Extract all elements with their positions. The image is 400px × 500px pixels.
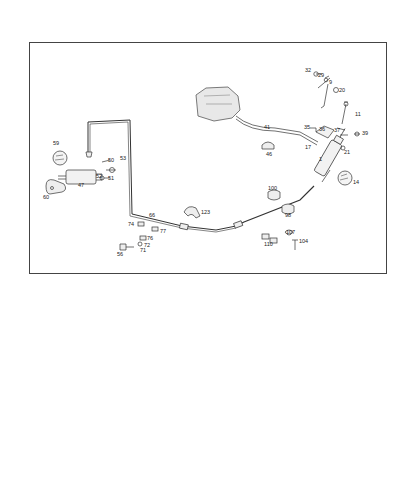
- callout-number: 41: [264, 125, 270, 131]
- callout-number: 59: [53, 141, 59, 147]
- callout-number: 21: [344, 150, 350, 156]
- callout-number: 110: [264, 242, 273, 248]
- callout-number: 77: [160, 229, 166, 235]
- callout-number: 53: [120, 156, 126, 162]
- callout-number: 52: [96, 174, 102, 180]
- callout-number: 20: [339, 88, 345, 94]
- callout-number: 11: [355, 112, 361, 118]
- callout-number: 100: [268, 186, 277, 192]
- callout-number: 66: [149, 213, 155, 219]
- callout-number: 17: [305, 145, 311, 151]
- callout-number: 60: [43, 195, 49, 201]
- callout-number: 74: [128, 222, 134, 228]
- callout-number: 76: [147, 236, 153, 242]
- callout-number: 14: [353, 180, 359, 186]
- callout-number: 35: [304, 125, 310, 131]
- callout-number: 29: [318, 73, 324, 79]
- callout-number: 46: [266, 152, 272, 158]
- callout-number: 50: [108, 158, 114, 164]
- callout-number: 51: [108, 176, 114, 182]
- callout-number: 98: [285, 213, 291, 219]
- callout-number: 32: [305, 68, 311, 74]
- callout-number: 123: [201, 210, 210, 216]
- callout-number: 56: [117, 252, 123, 258]
- callout-number: 36: [319, 127, 325, 133]
- callout-number: 47: [78, 183, 84, 189]
- callout-number: 37: [334, 128, 340, 134]
- callout-number: 1: [319, 157, 322, 163]
- callout-number: 9: [329, 80, 332, 86]
- callout-number: 107: [286, 230, 295, 236]
- callout-number: 39: [362, 131, 368, 137]
- callout-number: 104: [299, 239, 308, 245]
- callout-number: 71: [140, 248, 146, 254]
